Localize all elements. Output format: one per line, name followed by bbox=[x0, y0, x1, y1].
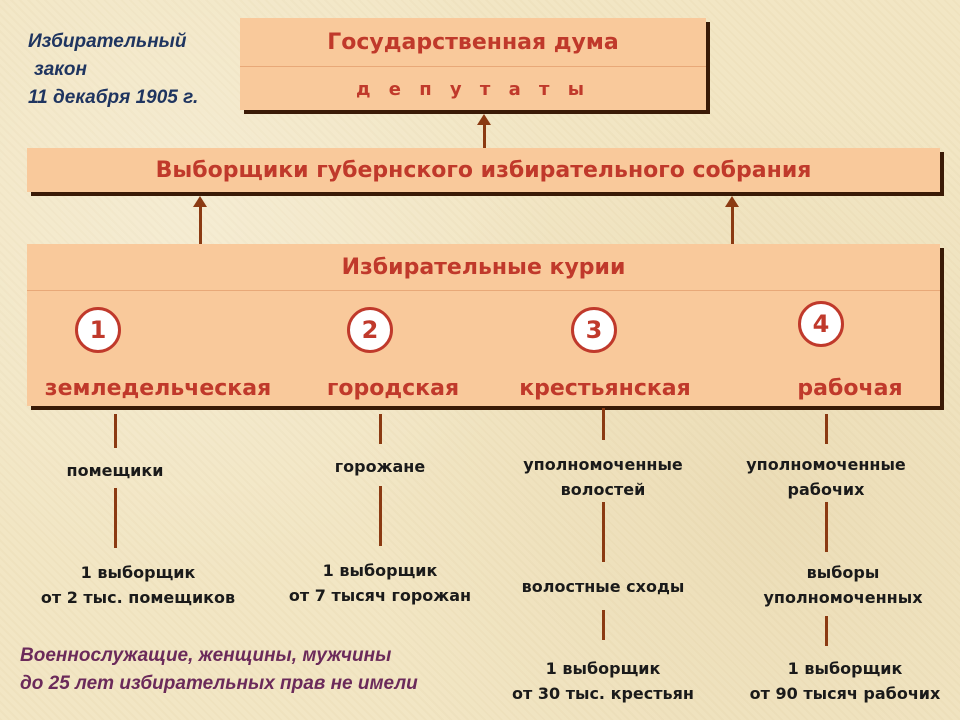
middle-3-line-1: волостные сходы bbox=[521, 577, 685, 596]
law-caption: Избирательный закон 11 декабря 1905 г. bbox=[28, 28, 238, 112]
group-1-line-1: помещики bbox=[66, 461, 164, 480]
electors-title: Выборщики губернского избирательного соб… bbox=[155, 157, 812, 183]
middle-4: выборы уполномоченных bbox=[740, 560, 946, 610]
curia-number-2: 2 bbox=[347, 307, 393, 353]
connector-1b bbox=[114, 488, 117, 548]
law-line-2: закон bbox=[34, 59, 87, 80]
group-3-line-2: волостей bbox=[560, 480, 646, 499]
quota-2: 1 выборщик от 7 тысяч горожан bbox=[272, 558, 488, 608]
middle-4-line-2: уполномоченных bbox=[763, 588, 923, 607]
quota-3-line-1: 1 выборщик bbox=[545, 659, 661, 678]
law-line-3: 11 декабря 1905 г. bbox=[28, 87, 199, 108]
group-4-line-1: уполномоченные bbox=[746, 455, 906, 474]
group-4-line-2: рабочих bbox=[787, 480, 865, 499]
quota-2-line-1: 1 выборщик bbox=[322, 561, 438, 580]
duma-box: Государственная дума д е п у т а т ы bbox=[240, 18, 706, 110]
footnote-line-2: до 25 лет избирательных прав не имели bbox=[20, 673, 418, 694]
curia-number-4: 4 bbox=[798, 301, 844, 347]
connector-1a bbox=[114, 414, 117, 448]
connector-3a bbox=[602, 408, 605, 440]
curiae-title: Избирательные курии bbox=[27, 244, 940, 291]
footnote-line-1: Военнослужащие, женщины, мужчины bbox=[20, 645, 392, 666]
curiae-box: Избирательные курии bbox=[27, 244, 940, 406]
middle-4-line-1: выборы bbox=[806, 563, 880, 582]
group-4: уполномоченные рабочих bbox=[730, 452, 922, 502]
curia-name-3: крестьянская bbox=[519, 376, 691, 401]
quota-1: 1 выборщик от 2 тыс. помещиков bbox=[20, 560, 256, 610]
arrow-to-duma bbox=[477, 114, 491, 148]
connector-4b bbox=[825, 502, 828, 552]
connector-3c bbox=[602, 610, 605, 640]
group-3: уполномоченные волостей bbox=[500, 452, 706, 502]
quota-4-line-2: от 90 тысяч рабочих bbox=[749, 684, 941, 703]
group-2: горожане bbox=[310, 454, 450, 479]
group-3-line-1: уполномоченные bbox=[523, 455, 683, 474]
quota-1-line-2: от 2 тыс. помещиков bbox=[40, 588, 236, 607]
arrow-left-to-electors bbox=[193, 196, 207, 244]
curia-name-4: рабочая bbox=[797, 376, 903, 401]
curia-name-1: земледельческая bbox=[44, 376, 272, 401]
curia-name-2: городская bbox=[326, 376, 460, 401]
connector-4a bbox=[825, 414, 828, 444]
group-1: помещики bbox=[40, 458, 190, 483]
electors-box: Выборщики губернского избирательного соб… bbox=[27, 148, 940, 192]
connector-2a bbox=[379, 414, 382, 444]
connector-2b bbox=[379, 486, 382, 546]
connector-3b bbox=[602, 502, 605, 562]
quota-1-line-1: 1 выборщик bbox=[80, 563, 196, 582]
curia-number-1: 1 bbox=[75, 307, 121, 353]
arrow-right-to-electors bbox=[725, 196, 739, 244]
duma-deputies: д е п у т а т ы bbox=[355, 78, 591, 100]
middle-3: волостные сходы bbox=[510, 574, 696, 599]
curia-number-3: 3 bbox=[571, 307, 617, 353]
quota-4: 1 выборщик от 90 тысяч рабочих bbox=[734, 656, 956, 706]
law-line-1: Избирательный bbox=[28, 31, 187, 52]
footnote: Военнослужащие, женщины, мужчины до 25 л… bbox=[20, 642, 520, 698]
quota-4-line-1: 1 выборщик bbox=[787, 659, 903, 678]
connector-4c bbox=[825, 616, 828, 646]
quota-2-line-2: от 7 тысяч горожан bbox=[288, 586, 472, 605]
quota-3: 1 выборщик от 30 тыс. крестьян bbox=[508, 656, 698, 706]
duma-title: Государственная дума bbox=[240, 18, 706, 67]
quota-3-line-2: от 30 тыс. крестьян bbox=[512, 684, 694, 703]
group-2-line-1: горожане bbox=[334, 457, 426, 476]
